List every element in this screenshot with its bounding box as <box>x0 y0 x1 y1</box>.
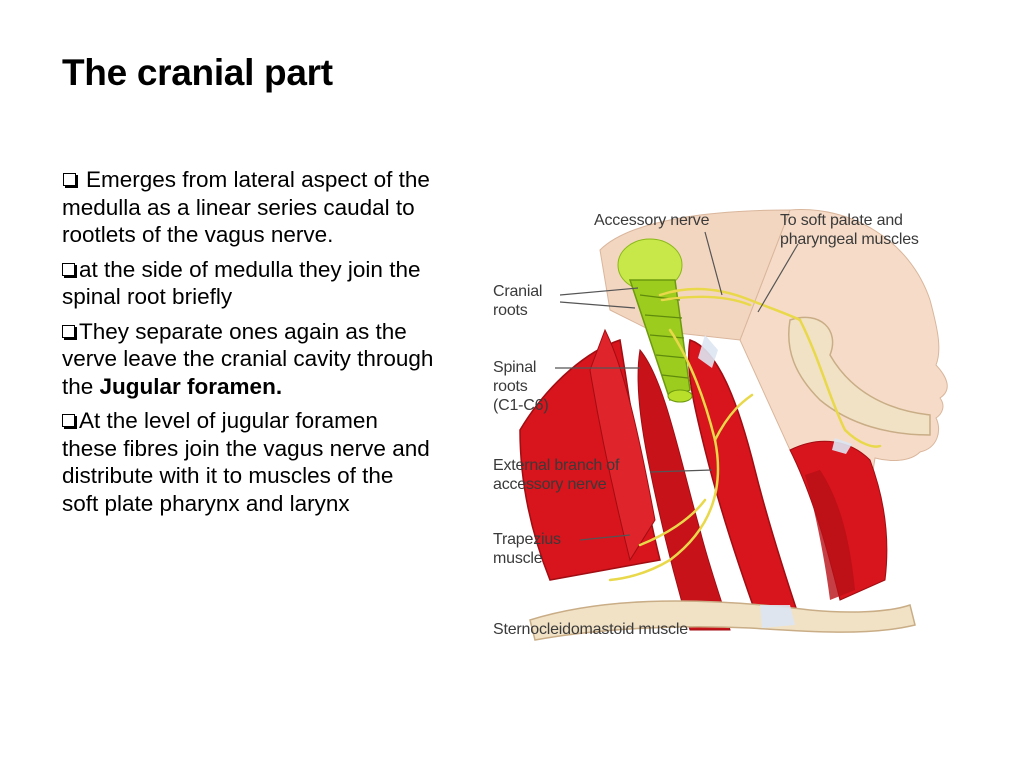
slide-title: The cranial part <box>62 52 333 93</box>
bullet-item: They separate ones again as the verve le… <box>62 318 434 401</box>
bullet-text: At the level of jugular foramen these fi… <box>62 408 430 516</box>
label-cranial-roots: Cranial roots <box>493 283 543 319</box>
label-leader-lines <box>555 231 799 541</box>
neck-anatomy-illustration <box>519 209 948 641</box>
bullet-text: Emerges from lateral aspect of the medul… <box>62 167 430 247</box>
scalene-muscle <box>637 348 731 631</box>
bullet-bold-term: Jugular foramen. <box>99 373 283 399</box>
tendon <box>698 335 718 368</box>
label-soft-palate: To soft palate and pharyngeal muscles <box>780 212 919 248</box>
checkbox-bullet-icon <box>62 414 75 427</box>
checkbox-bullet-icon <box>62 324 75 338</box>
tendon <box>760 605 795 628</box>
anatomy-figure: Accessory nerve To soft palate and phary… <box>490 200 960 650</box>
bullet-item: At the level of jugular foramen these fi… <box>62 407 434 517</box>
medulla-stripes <box>639 294 689 379</box>
mandible-bone <box>788 316 931 436</box>
levator-muscle <box>589 328 656 562</box>
checkbox-bullet-icon <box>62 262 75 276</box>
label-external-branch: External branch of accessory nerve <box>493 457 620 493</box>
bullet-text: at the side of medulla they join the spi… <box>62 256 421 310</box>
checkbox-bullet-icon <box>63 173 76 186</box>
label-spinal-roots: Spinal roots (C1-C6) <box>493 359 549 414</box>
bullet-item: at the side of medulla they join the spi… <box>62 256 434 311</box>
bullet-text: They separate ones again as the verve le… <box>62 318 434 399</box>
label-sternocleidomastoid: Sternocleidomastoid muscle <box>493 621 688 638</box>
label-accessory-nerve: Accessory nerve <box>594 212 710 229</box>
tendon <box>832 438 852 454</box>
label-trapezius: Trapezius muscle <box>493 531 561 567</box>
accessory-nerve-fibers <box>608 287 882 582</box>
infrahyoid-muscle <box>805 470 855 600</box>
bullet-item: Emerges from lateral aspect of the medul… <box>62 166 434 249</box>
bullet-list: Emerges from lateral aspect of the medul… <box>62 166 434 524</box>
medulla-end <box>667 389 693 403</box>
clavicle-bone <box>529 600 916 641</box>
